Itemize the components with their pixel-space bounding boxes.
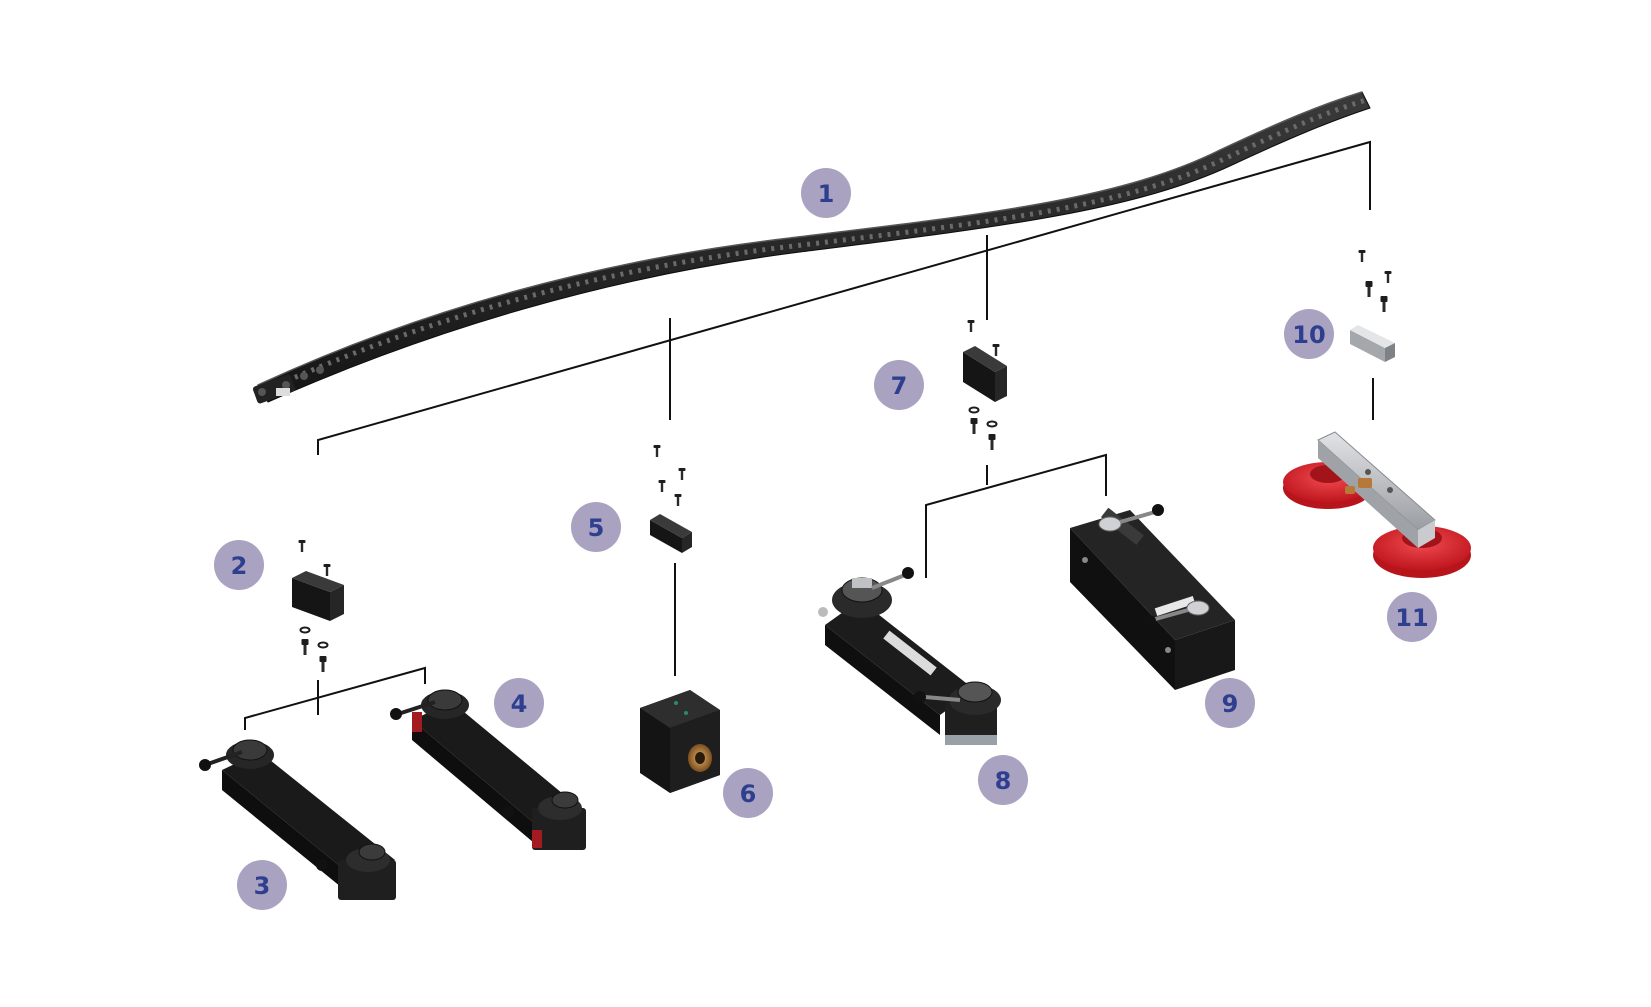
rail-edge-highlight <box>257 91 1363 386</box>
slide-carriage <box>1070 504 1235 690</box>
rail-carriage-crossbar <box>199 739 396 900</box>
svg-text:4: 4 <box>511 690 528 718</box>
callout-badges: 1 2 3 4 5 6 7 8 <box>214 168 1437 910</box>
bearing-housing-block <box>640 690 720 793</box>
callout-badge-1: 1 <box>801 168 851 218</box>
track-adapter-block <box>292 540 344 672</box>
callout-badge-2: 2 <box>214 540 264 590</box>
svg-text:1: 1 <box>818 180 835 208</box>
svg-text:7: 7 <box>891 372 908 400</box>
callout-badge-5: 5 <box>571 502 621 552</box>
flexible-track-rail <box>252 91 1371 404</box>
svg-text:10: 10 <box>1292 321 1325 349</box>
leader-lines <box>244 140 1374 730</box>
callout-badge-9: 9 <box>1205 678 1255 728</box>
adapter-block <box>963 320 1007 450</box>
leader-line-rail-to-2 <box>317 140 1371 455</box>
svg-text:6: 6 <box>740 780 757 808</box>
callout-badge-10: 10 <box>1284 309 1334 359</box>
rail-carriage-crossbar-red-stop <box>390 689 586 850</box>
svg-text:9: 9 <box>1222 690 1239 718</box>
aluminium-connector <box>1350 250 1395 362</box>
leader-line-2-to-3-4 <box>244 666 426 730</box>
svg-text:3: 3 <box>254 872 271 900</box>
callout-badge-11: 11 <box>1387 592 1437 642</box>
leader-line-7-to-8-9 <box>925 453 1107 578</box>
clamp-carriage <box>818 567 1001 745</box>
rail-body <box>257 91 1371 403</box>
callout-badge-4: 4 <box>494 678 544 728</box>
svg-text:5: 5 <box>588 514 605 542</box>
callout-badge-8: 8 <box>978 755 1028 805</box>
callout-badge-7: 7 <box>874 360 924 410</box>
callout-badge-6: 6 <box>723 768 773 818</box>
svg-text:11: 11 <box>1395 604 1428 632</box>
rail-end-fittings <box>252 366 324 404</box>
mounting-block <box>650 445 692 553</box>
svg-text:8: 8 <box>995 767 1012 795</box>
vacuum-suction-cup-pair <box>1283 431 1471 578</box>
svg-text:2: 2 <box>231 552 248 580</box>
callout-badge-3: 3 <box>237 860 287 910</box>
